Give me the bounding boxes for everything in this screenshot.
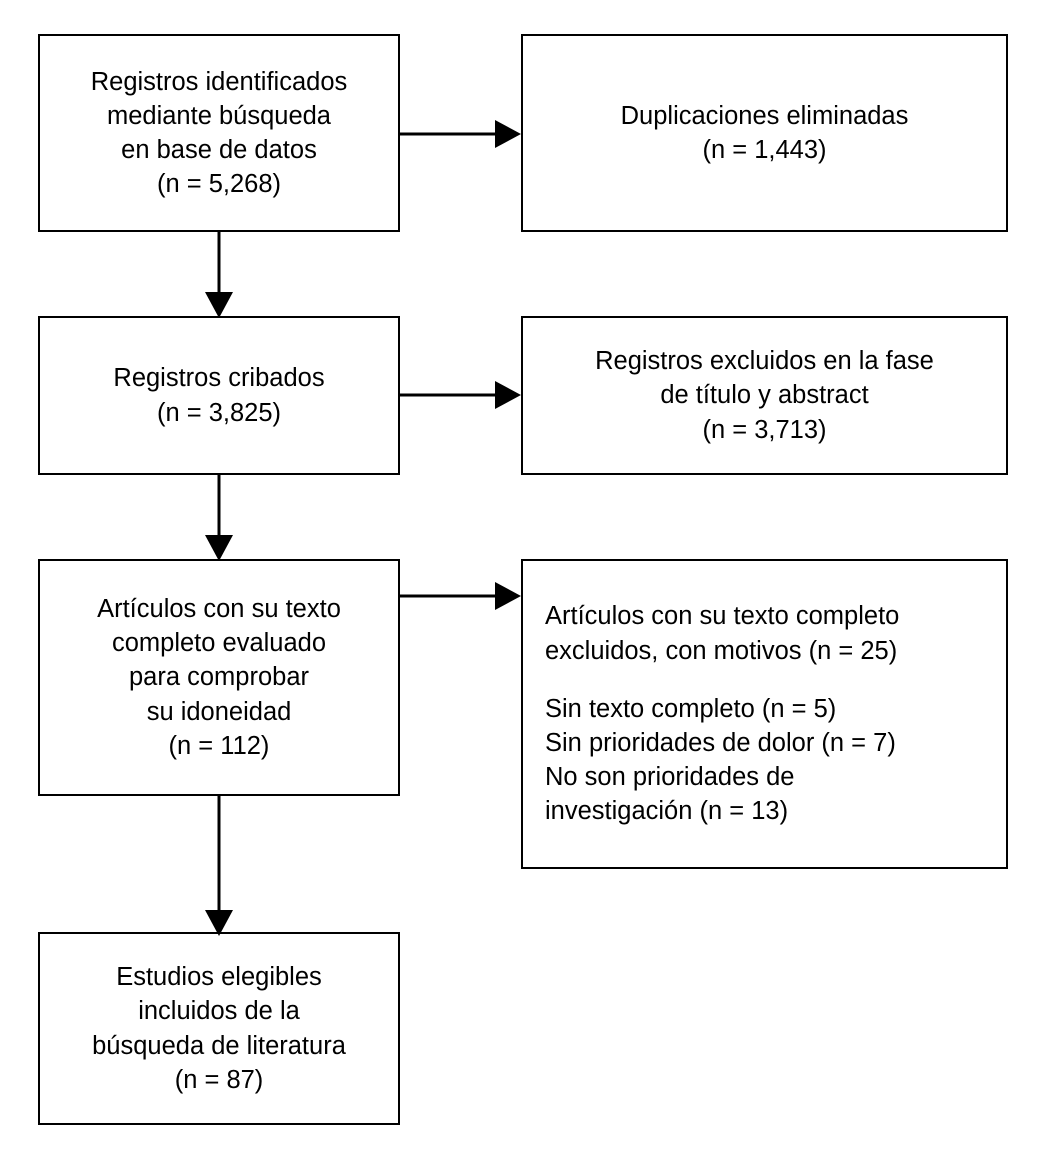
arrow-screened-to-fulltext: [196, 473, 242, 563]
box-fulltext-excluded-line-2: excluidos, con motivos (n = 25): [545, 636, 898, 665]
box-fulltext-assessed-line-5: (n = 112): [168, 731, 270, 760]
arrow-fulltext-to-excluded-reasons: [399, 574, 525, 618]
box-identification-line-1: Registros identificados: [90, 67, 348, 96]
box-identification-line-3: en base de datos: [121, 136, 317, 164]
arrow-screened-to-excluded: [399, 373, 525, 417]
box-excluded-title-abstract-line-2: de título y abstract: [660, 381, 869, 410]
box-fulltext-assessed-line-2: completo evaluado: [111, 629, 327, 658]
box-included-studies-line-1: Estudios elegibles: [116, 963, 322, 992]
box-fulltext-assessed: Artículos con su texto completo evaluado…: [38, 559, 400, 796]
box-excluded-title-abstract-line-1: Registros excluidos en la fase: [595, 347, 934, 376]
box-screened: Registros cribados (n = 3,825): [38, 316, 400, 475]
box-screened-line-1: Registros cribados: [113, 364, 325, 393]
box-included-studies-line-2: incluidos de la: [138, 997, 300, 1026]
box-fulltext-assessed-line-3: para comprobar: [128, 663, 309, 692]
box-included-studies-line-3: búsqueda de literatura: [92, 1031, 346, 1060]
box-fulltext-excluded-reason-3a: No son prioridades de: [545, 763, 795, 792]
arrow-identification-to-screened: [196, 230, 242, 320]
box-excluded-title-abstract-line-3: (n = 3,713): [702, 415, 827, 444]
arrow-fulltext-to-included: [196, 794, 242, 938]
box-fulltext-assessed-line-1: Artículos con su texto: [97, 595, 341, 624]
box-screened-line-2: (n = 3,825): [156, 398, 282, 427]
box-fulltext-excluded-reason-2: Sin prioridades de dolor (n = 7): [545, 729, 896, 758]
box-fulltext-excluded-reason-1: Sin texto completo (n = 5): [545, 694, 837, 723]
box-fulltext-assessed-line-4: su idoneidad: [146, 697, 292, 726]
box-duplicates-removed-line-1: Duplicaciones eliminadas: [620, 101, 909, 130]
box-included-studies-line-4: (n = 87): [174, 1065, 264, 1094]
box-fulltext-excluded-reasons: Artículos con su texto completo excluido…: [521, 559, 1008, 869]
box-identification-line-2: mediante búsqueda: [106, 101, 331, 130]
box-fulltext-excluded-line-1: Artículos con su texto completo: [545, 602, 900, 631]
box-identification: Registros identificados mediante búsqued…: [38, 34, 400, 232]
box-excluded-title-abstract: Registros excluidos en la fase de título…: [521, 316, 1008, 475]
box-duplicates-removed-line-2: (n = 1,443): [702, 136, 827, 164]
arrow-identification-to-duplicates: [399, 112, 525, 156]
box-included-studies: Estudios elegibles incluidos de la búsqu…: [38, 932, 400, 1125]
box-fulltext-excluded-reason-3b: investigación (n = 13): [545, 797, 789, 826]
box-duplicates-removed: Duplicaciones eliminadas (n = 1,443): [521, 34, 1008, 232]
box-identification-line-4: (n = 5,268): [156, 170, 282, 199]
